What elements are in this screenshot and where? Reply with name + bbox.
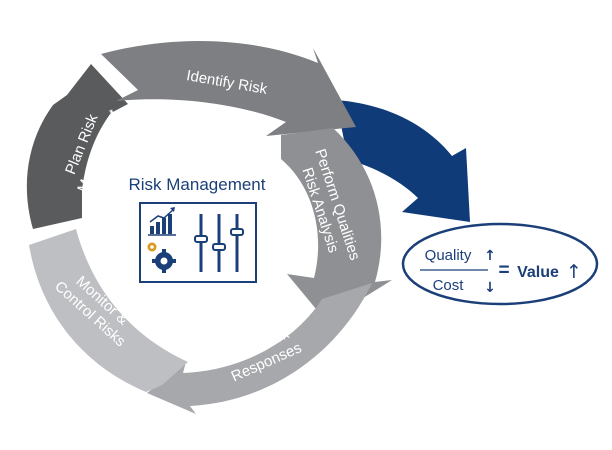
value-formula-ellipse [401,222,599,306]
center-icon-box [139,202,257,283]
equals-sign: = [498,260,509,281]
segment-identify-risk [101,40,356,136]
segment-plan-risk-responses [147,283,372,414]
quality-up-arrow-icon: ↑ [484,248,496,264]
gears-icon [147,242,176,273]
value-arrow [336,100,470,222]
center-title: Risk Management [128,175,265,194]
value-label: Value [517,264,559,281]
value-up-arrow-icon: ↑ [566,261,582,283]
cost-label: Cost [433,277,465,294]
cost-down-arrow-icon: ↓ [484,280,496,296]
segment-plan-risk-management [26,64,128,229]
quality-label: Quality [425,247,472,264]
bar-chart-trend-icon [148,207,176,236]
segment-perform-risk-analysis [281,128,392,321]
value-formula: Quality ↑ Cost ↓ = Value ↑ [401,222,599,306]
sliders-icon [194,214,244,272]
segment-monitor-control-risks [29,229,188,392]
